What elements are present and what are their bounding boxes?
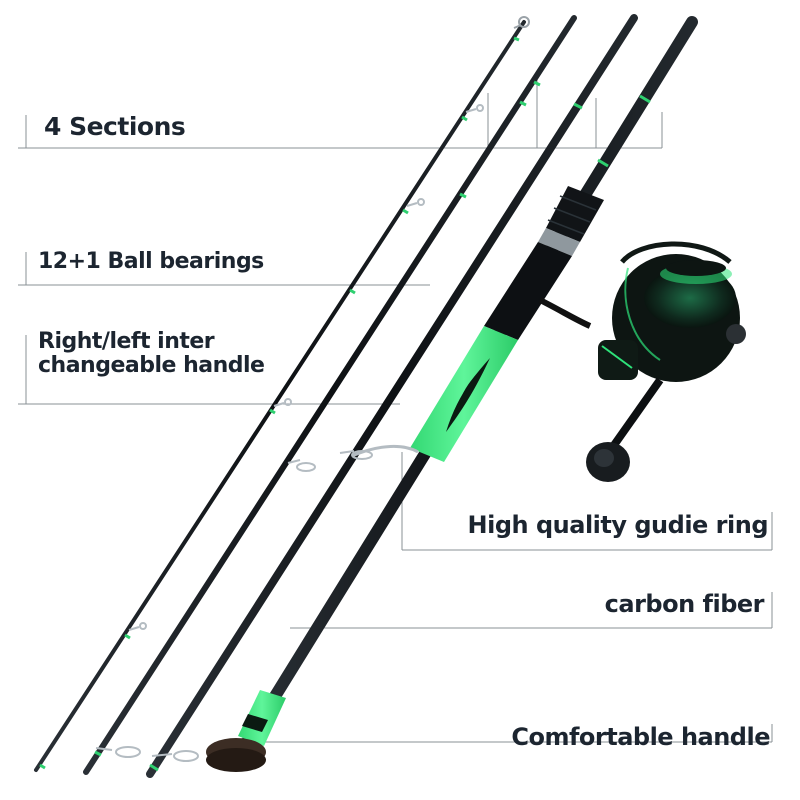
- callout-guide-ring: High quality gudie ring: [467, 511, 769, 539]
- callout-handle-line-2: changeable handle: [38, 353, 265, 379]
- callout-handle-line-1: Right/left inter: [38, 329, 215, 354]
- callout-carbon-fiber: carbon fiber: [604, 590, 765, 618]
- rod-section-2: [83, 15, 577, 775]
- rod-butt-section: [206, 16, 698, 772]
- callout-ball-bearings: 12+1 Ball bearings: [38, 249, 264, 274]
- rod-section-tip: [34, 16, 530, 772]
- callout-sections: 4 Sections: [44, 112, 186, 141]
- rod-section-3: [146, 14, 638, 778]
- callout-lines: [18, 80, 773, 743]
- callout-comfortable-handle: Comfortable handle: [511, 723, 770, 751]
- spinning-reel: [538, 241, 746, 482]
- callout-interchangeable-handle: Right/left inter changeable handle: [38, 329, 265, 379]
